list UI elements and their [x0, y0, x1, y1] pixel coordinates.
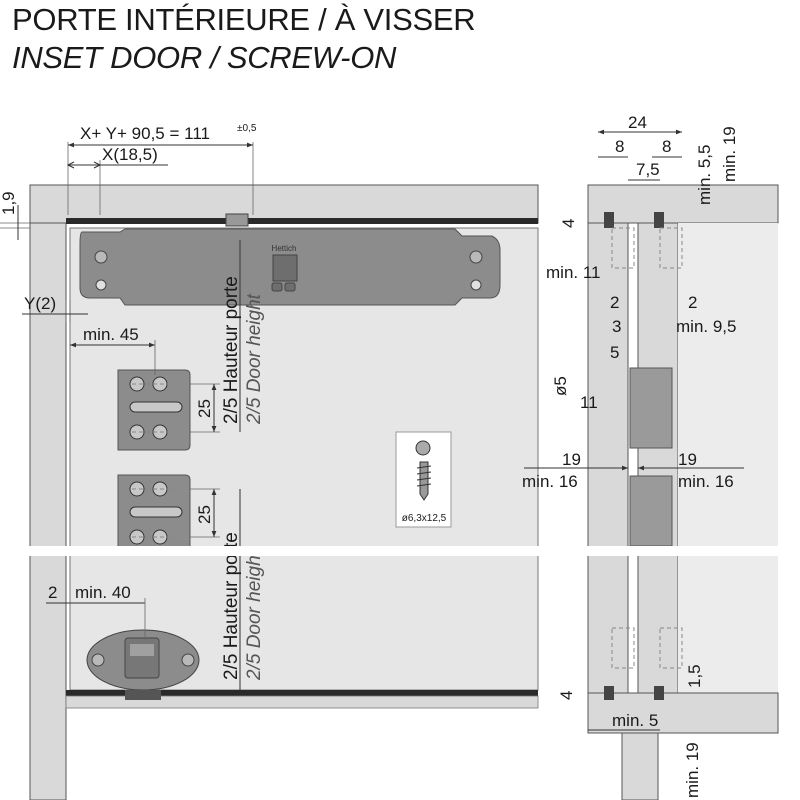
- dim-4-bottom: 4: [557, 691, 576, 700]
- side-bottom-panel: [587, 692, 779, 734]
- page-title: PORTE INTÉRIEURE / À VISSER: [12, 2, 476, 37]
- brand-logo: Hettich: [272, 244, 297, 253]
- door-height-label-upper: 2/5 Door height: [244, 293, 265, 425]
- dim-min19-bottom: min. 19: [683, 742, 702, 798]
- side-door-inner: [637, 222, 679, 694]
- screw-hole-icon: [95, 279, 107, 291]
- dim-dia5: ø5: [551, 376, 570, 396]
- cabinet-side-panel: [29, 222, 67, 800]
- dim-min11: min. 11: [546, 263, 601, 282]
- hauteur-label-upper: 2/5 Hauteur porte: [221, 276, 242, 424]
- side-door-outer: [587, 222, 629, 694]
- screw-hole-icon: [470, 279, 482, 291]
- break-band: [0, 546, 800, 556]
- dim-y: Y(2): [24, 294, 56, 313]
- dim-x: X(18,5): [102, 145, 158, 164]
- dim-2-right: 2: [688, 293, 697, 312]
- dim-1-9: 1,9: [0, 191, 18, 215]
- door-height-label-lower: 2/5 Door height: [244, 549, 265, 681]
- screw-size-label: ø6,3x12,5: [402, 513, 447, 524]
- top-track: [66, 218, 538, 224]
- dim-24: 24: [628, 113, 647, 132]
- dim-min19-top: min. 19: [720, 126, 739, 182]
- dim-2: 2: [48, 583, 57, 602]
- dim-min5-5: min. 5,5: [695, 145, 714, 205]
- dim-3: 3: [612, 317, 621, 336]
- dim-25-lower: 25: [195, 505, 214, 524]
- screw-icon: [181, 653, 195, 667]
- dim-25-upper: 25: [195, 399, 214, 418]
- dim-4-top: 4: [559, 219, 578, 228]
- side-bottom-base: [621, 732, 659, 800]
- top-roller-assembly: Hettich: [79, 213, 501, 306]
- dim-11: 11: [580, 393, 598, 412]
- door-bracket-lower: [117, 474, 191, 556]
- dim-min16-left: min. 16: [522, 472, 578, 491]
- dim-19-left: 19: [562, 450, 581, 469]
- bottom-track: [66, 690, 538, 696]
- hauteur-label-lower: 2/5 Hauteur porte: [221, 532, 242, 680]
- dim-min40: min. 40: [75, 583, 131, 602]
- bottom-panel: [65, 695, 539, 709]
- dim-7-5: 7,5: [636, 160, 660, 179]
- front-view: Hettich: [0, 123, 539, 800]
- dim-19-right: 19: [678, 450, 697, 469]
- dim-xy: X+ Y+ 90,5 = 111: [80, 124, 210, 143]
- dim-2-left: 2: [610, 293, 619, 312]
- bottom-guide: [86, 629, 200, 700]
- dim-8-left: 8: [615, 137, 624, 156]
- screw-icon: [91, 653, 105, 667]
- dim-5: 5: [610, 343, 619, 362]
- dim-min9-5: min. 9,5: [676, 317, 736, 336]
- dim-min5: min. 5: [612, 711, 658, 730]
- screw-icon: [94, 250, 108, 264]
- screw-icon: [469, 250, 483, 264]
- dim-1-5: 1,5: [685, 664, 704, 688]
- page-subtitle: INSET DOOR / SCREW-ON: [12, 40, 397, 75]
- cabinet-top-panel: [29, 184, 539, 224]
- dim-xy-tolerance: ±0,5: [237, 123, 257, 134]
- dim-8-right: 8: [662, 137, 671, 156]
- screw-head-icon: [415, 440, 431, 456]
- screw-detail-box: ø6,3x12,5: [395, 431, 452, 528]
- side-top-panel: [587, 184, 779, 224]
- dim-min45: min. 45: [83, 325, 139, 344]
- door-bracket-upper: [117, 369, 191, 451]
- side-view: 24 8 8 7,5 min. 5,5 min. 19 4 min. 11 2 …: [522, 113, 779, 800]
- dim-min16-right: min. 16: [678, 472, 734, 491]
